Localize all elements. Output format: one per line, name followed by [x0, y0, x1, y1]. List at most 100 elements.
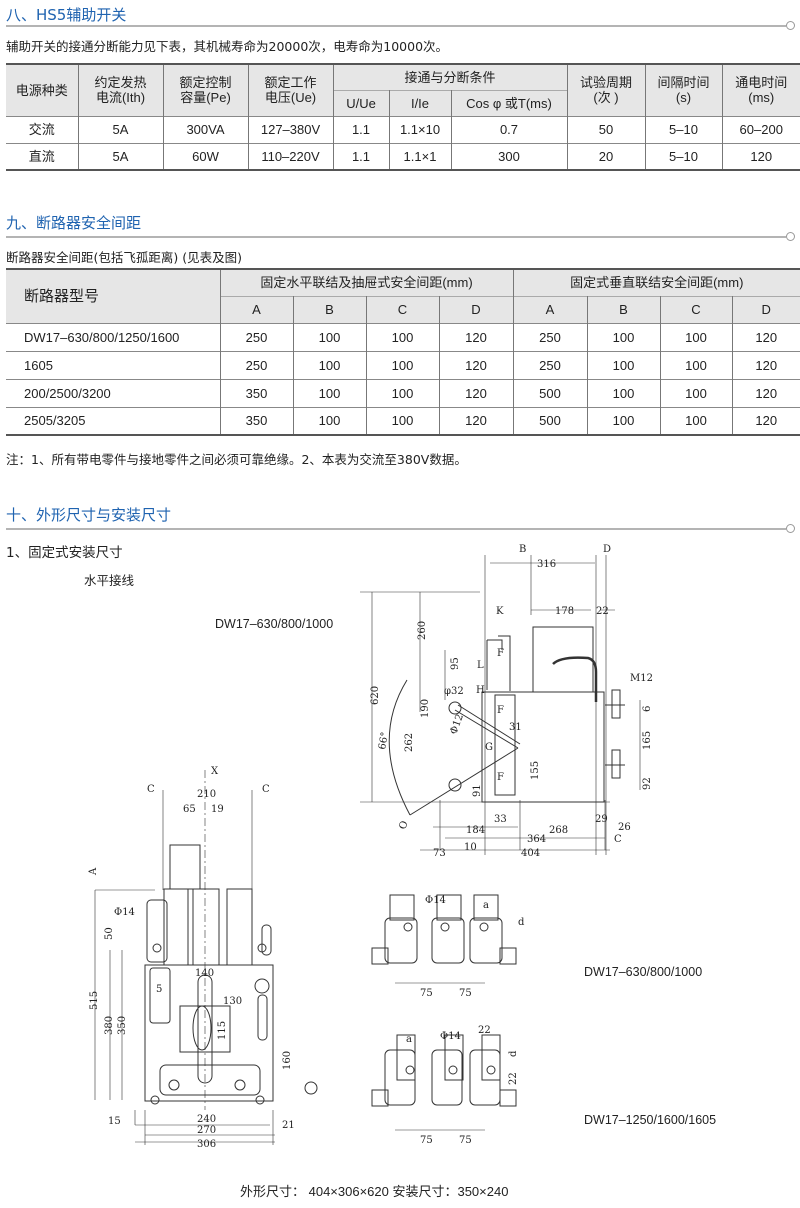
- table-cell: 5–10: [644, 116, 722, 143]
- svg-text:C: C: [147, 784, 155, 795]
- svg-text:515: 515: [89, 991, 100, 1010]
- section9-title: 九、断路器安全间距: [6, 214, 142, 232]
- header-on-time: 通电时间(ms): [721, 64, 800, 116]
- svg-text:364: 364: [527, 834, 546, 845]
- svg-text:K: K: [496, 606, 504, 617]
- header-col: A: [219, 296, 293, 323]
- svg-text:M12: M12: [630, 673, 653, 684]
- table-cell: 100: [659, 323, 732, 351]
- divider: [6, 528, 786, 530]
- table-cell: 250: [219, 351, 293, 379]
- svg-text:F: F: [497, 705, 504, 716]
- svg-text:29: 29: [595, 814, 608, 825]
- table-cell: 120: [438, 351, 513, 379]
- svg-text:66°: 66°: [377, 731, 391, 750]
- table-cell: 120: [731, 323, 800, 351]
- divider: [6, 236, 786, 238]
- table-cell: 100: [292, 351, 366, 379]
- table-cell: 100: [292, 407, 366, 435]
- svg-text:260: 260: [417, 621, 428, 640]
- table-cell: 100: [586, 351, 660, 379]
- table-cell: 500: [512, 407, 587, 435]
- table-cell: 100: [586, 379, 660, 407]
- svg-text:φ32: φ32: [444, 686, 464, 697]
- svg-text:C: C: [262, 784, 270, 795]
- table-cell: 250: [512, 351, 587, 379]
- svg-text:155: 155: [530, 761, 541, 780]
- model-mid-label: DW17–630/800/1000: [584, 965, 703, 979]
- header-horizontal: 固定水平联结及抽屉式安全间距(mm): [219, 269, 513, 296]
- table-cell: 110–220V: [247, 143, 333, 170]
- table-cell: 200/2500/3200: [24, 385, 111, 401]
- svg-text:73: 73: [433, 848, 446, 859]
- table-cell: 250: [512, 323, 587, 351]
- svg-text:22: 22: [508, 1072, 519, 1085]
- table-cell: 5A: [77, 143, 163, 170]
- svg-text:178: 178: [555, 606, 574, 617]
- table-cell: 60–200: [721, 116, 800, 143]
- section9-note: 注：1、所有带电零件与接地零件之间必须可靠绝缘。2、本表为交流至380V数据。: [6, 452, 467, 467]
- svg-text:115: 115: [217, 1021, 228, 1040]
- svg-text:75: 75: [420, 988, 433, 999]
- table-cell: 60W: [162, 143, 248, 170]
- svg-text:G: G: [485, 742, 493, 753]
- section9-intro: 断路器安全间距(包括飞孤距离) (见表及图): [6, 250, 242, 265]
- table-cell: 127–380V: [247, 116, 333, 143]
- svg-text:350: 350: [117, 1016, 128, 1035]
- table-cell: 交流: [28, 122, 55, 137]
- svg-text:26: 26: [618, 822, 631, 833]
- busbar-view-1250: [371, 1034, 517, 1131]
- table-cell: 120: [731, 379, 800, 407]
- header-power-type: 电源种类: [6, 64, 78, 116]
- svg-text:21: 21: [282, 1120, 295, 1131]
- front-view-drawing: [94, 770, 318, 1145]
- table-cell: 1605: [24, 357, 53, 373]
- table-cell: 120: [731, 351, 800, 379]
- svg-text:140: 140: [195, 968, 214, 979]
- divider: [6, 25, 786, 27]
- svg-text:31: 31: [509, 722, 522, 733]
- svg-text:75: 75: [459, 1135, 472, 1146]
- table-cell: 100: [365, 323, 439, 351]
- header-col: C: [365, 296, 439, 323]
- svg-text:33: 33: [494, 814, 507, 825]
- svg-text:160: 160: [282, 1051, 293, 1070]
- table-cell: 1.1: [332, 143, 389, 170]
- svg-text:380: 380: [104, 1016, 115, 1035]
- header-cycles: 试验周期(次 ): [566, 64, 645, 116]
- svg-text:75: 75: [420, 1135, 433, 1146]
- svg-text:19: 19: [211, 804, 224, 815]
- svg-text:130: 130: [223, 996, 242, 1007]
- svg-text:15: 15: [108, 1116, 121, 1127]
- model-side-label: DW17–630/800/1000: [215, 617, 334, 631]
- table-cell: 120: [731, 407, 800, 435]
- safety-distance-table: 断路器型号 固定水平联结及抽屉式安全间距(mm) 固定式垂直联结安全间距(mm)…: [6, 268, 800, 436]
- svg-text:50: 50: [104, 927, 115, 940]
- dimensions-summary: 外形尺寸： 404×306×620 安装尺寸：350×240: [240, 1184, 509, 1199]
- table-cell: 120: [438, 407, 513, 435]
- header-col: D: [438, 296, 513, 323]
- svg-text:262: 262: [404, 733, 415, 752]
- table-cell: 50: [566, 116, 645, 143]
- svg-text:306: 306: [197, 1139, 216, 1150]
- divider-end-circle: [786, 524, 795, 533]
- svg-text:F: F: [497, 772, 504, 783]
- divider-end-circle: [786, 232, 795, 241]
- svg-text:268: 268: [549, 825, 568, 836]
- table-cell: 300VA: [162, 116, 248, 143]
- header-col: C: [659, 296, 732, 323]
- header-col: D: [731, 296, 800, 323]
- table-cell: 1.1×1: [388, 143, 451, 170]
- table-cell: 120: [721, 143, 800, 170]
- aux-switch-table: 电源种类 约定发热电流(Ith) 额定控制容量(Pe) 额定工作电压(Ue) 接…: [6, 63, 800, 171]
- table-cell: DW17–630/800/1250/1600: [24, 329, 180, 345]
- table-cell: 350: [219, 379, 293, 407]
- svg-text:92: 92: [642, 777, 653, 790]
- table-cell: 300: [450, 143, 567, 170]
- model-bottom-label: DW17–1250/1600/1605: [584, 1113, 717, 1127]
- svg-text:95: 95: [450, 657, 461, 670]
- header-conditions: 接通与分断条件: [332, 64, 567, 90]
